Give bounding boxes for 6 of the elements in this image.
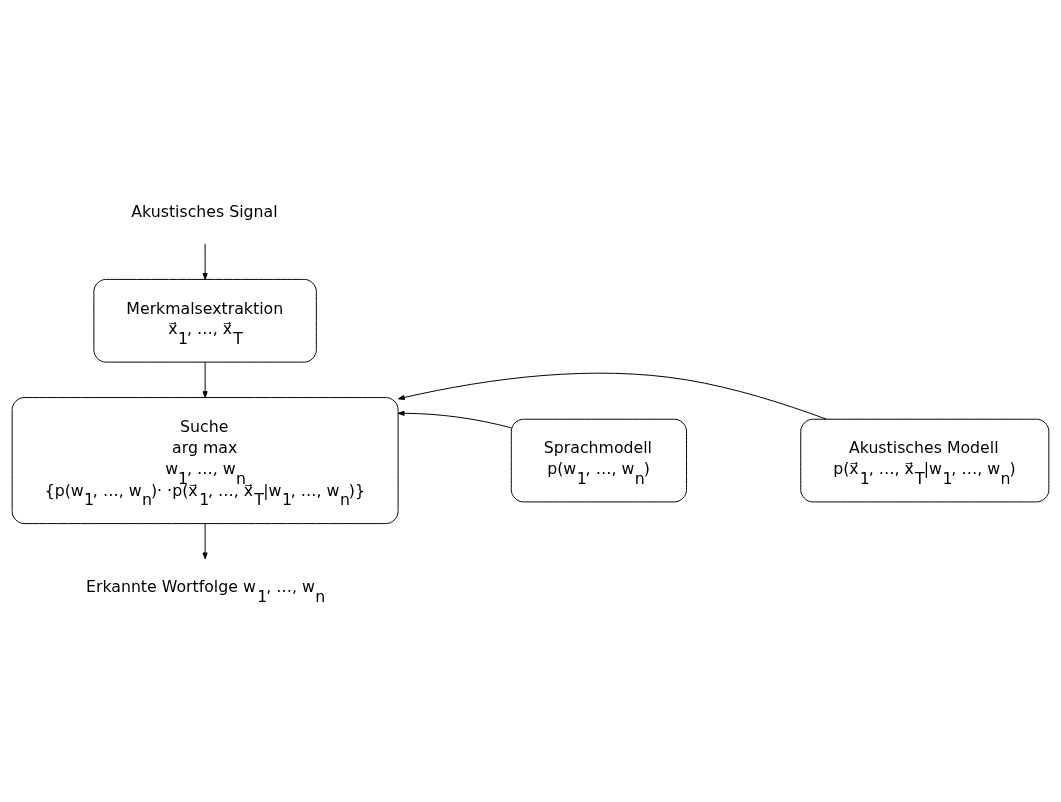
arrow — [202, 361, 208, 398]
node-text: Akustisches Signal — [131, 201, 278, 221]
arrow — [202, 243, 208, 280]
arrow — [202, 522, 208, 559]
arrow — [397, 372, 827, 420]
arrow — [397, 410, 512, 428]
